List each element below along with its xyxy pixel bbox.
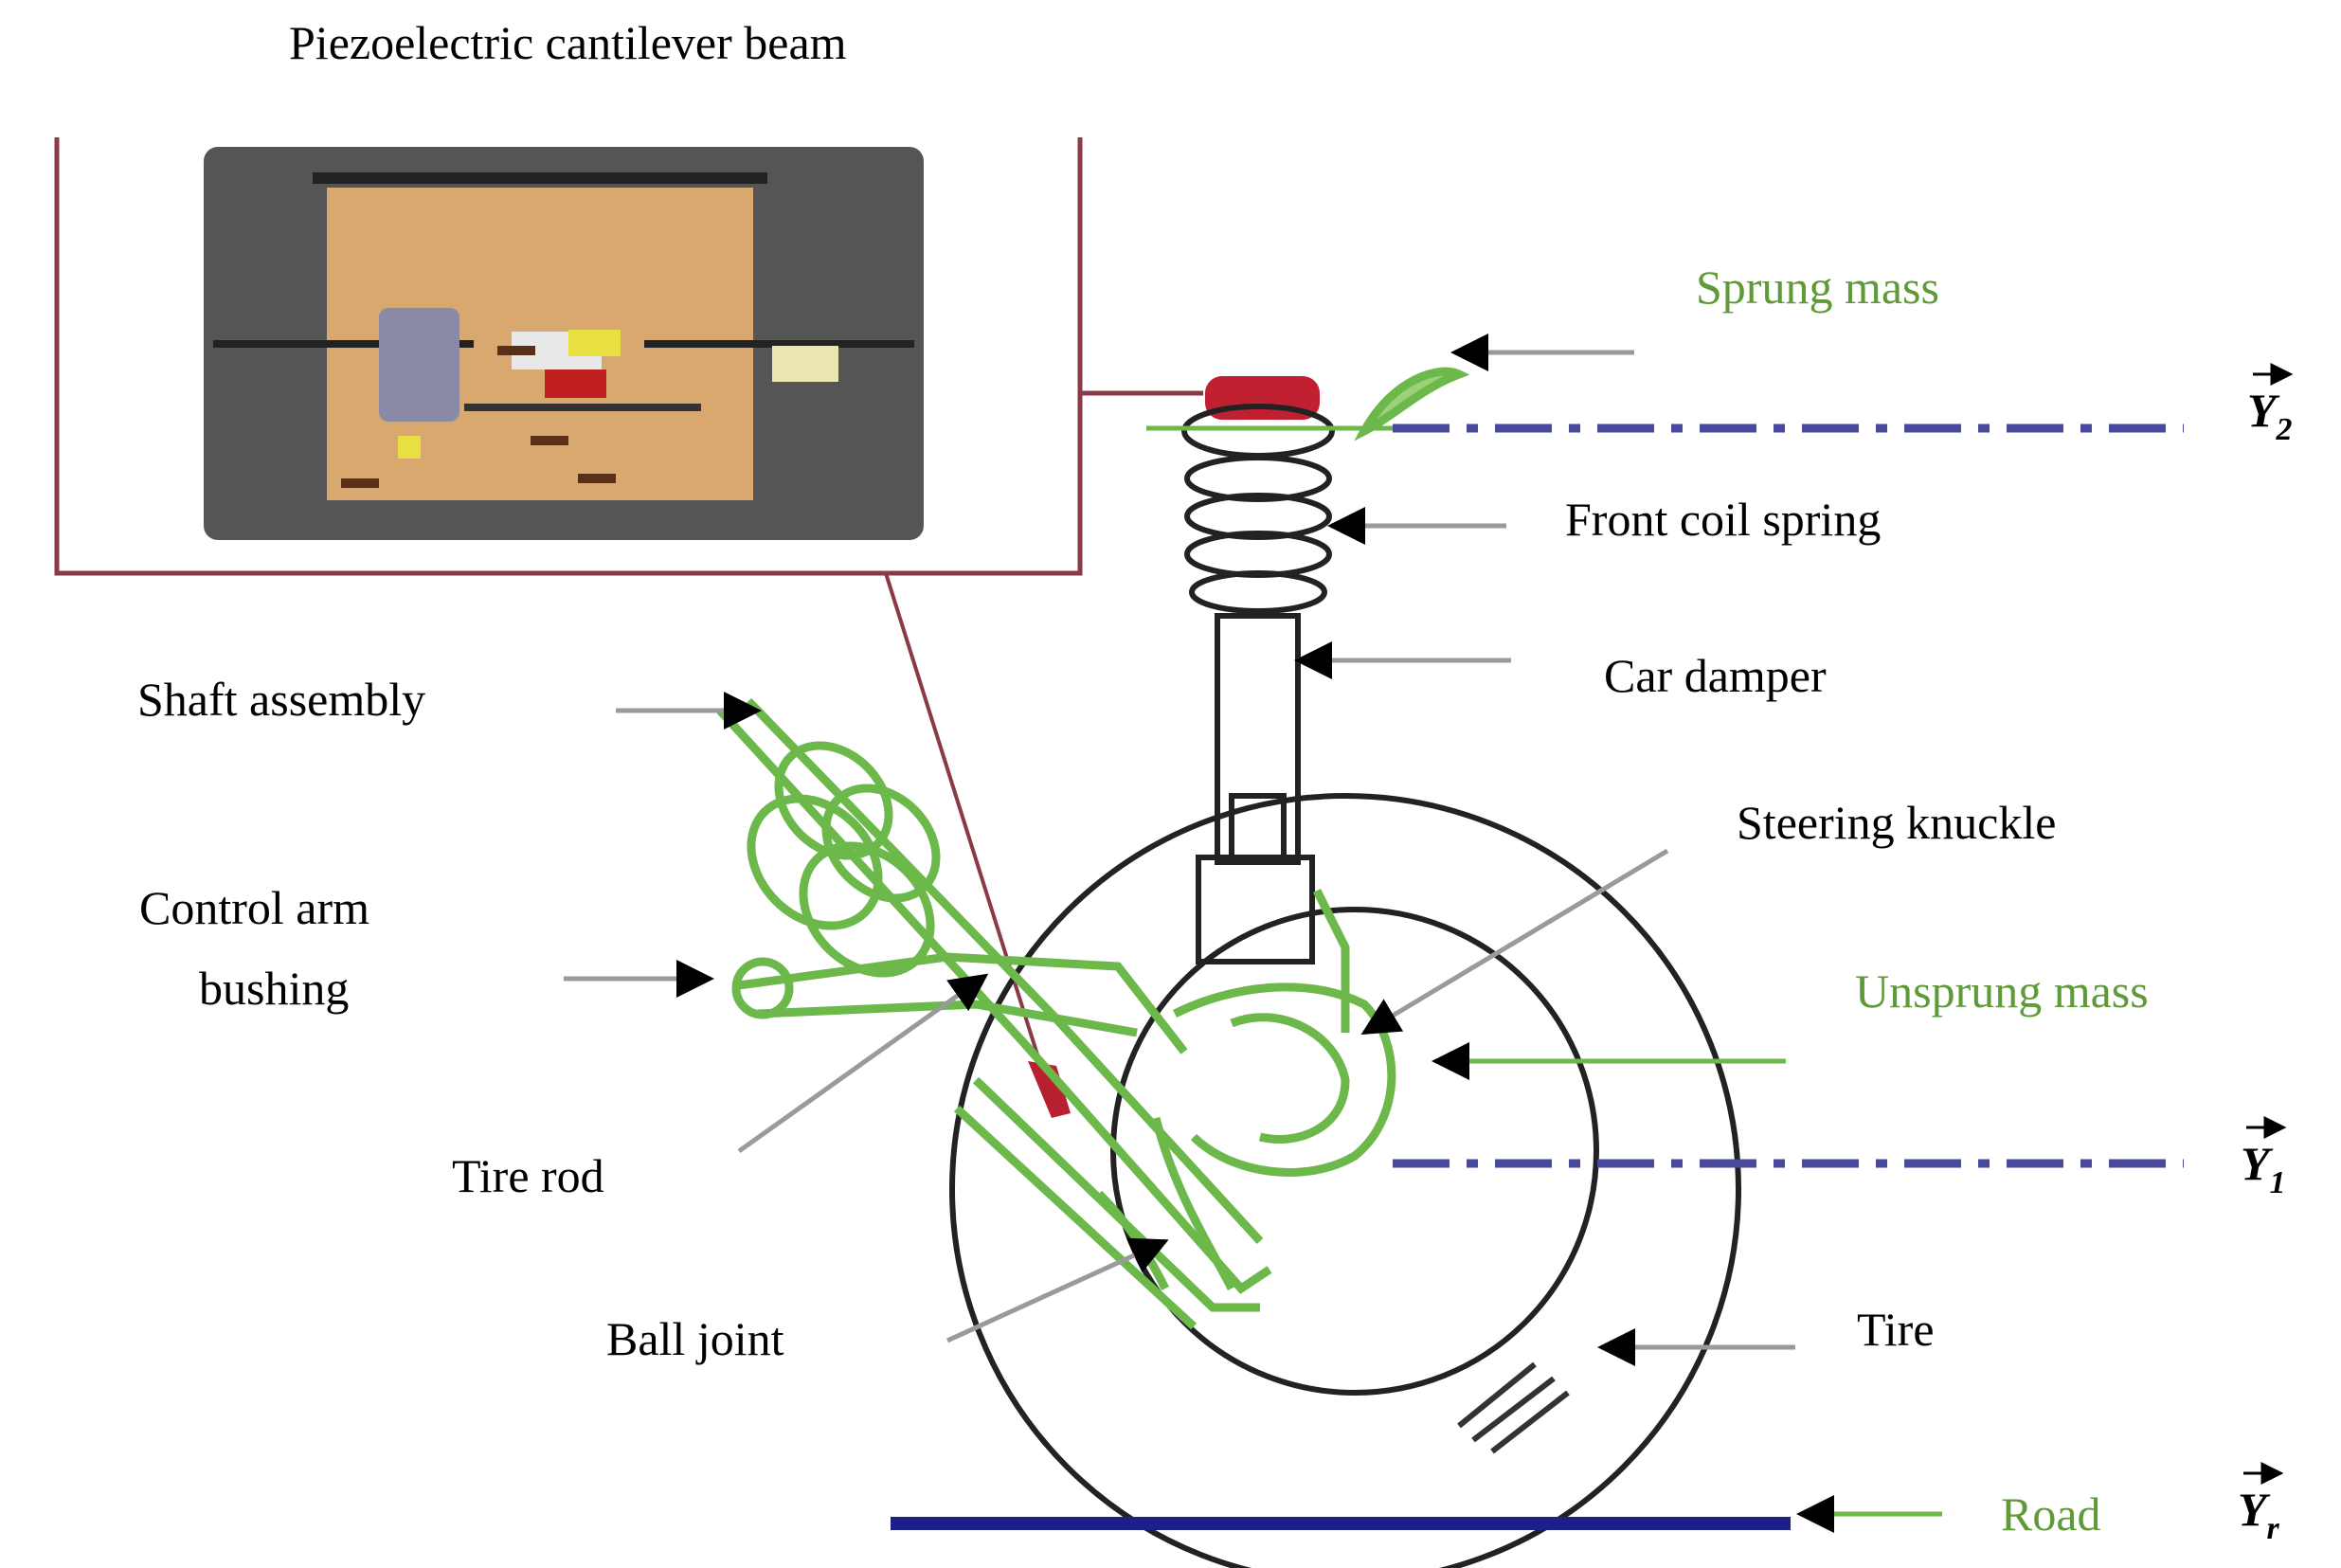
label-tire: Tire [1857,1303,1935,1356]
label-tire-rod: Tire rod [452,1149,604,1202]
symbol-y1: Y1 [2241,1116,2287,1200]
svg-text:Y1: Y1 [2241,1137,2286,1200]
wheel-inner [1110,907,1599,1396]
label-control-arm-line2: bushing [199,962,349,1015]
label-ball-joint: Ball joint [606,1312,784,1365]
label-control-arm-line1: Control arm [139,881,369,934]
tire-outer [949,793,1741,1568]
suspension-green-parts [716,367,1470,1330]
label-sprung-mass: Sprung mass [1696,261,1939,314]
symbol-y2: Y2 [2247,363,2294,447]
label-steering-knuckle: Steering knuckle [1737,796,2056,849]
piezo-inset [54,137,1203,576]
strut-assembly [1181,376,1335,964]
svg-text:Yr: Yr [2238,1483,2280,1546]
leader-arrows [564,333,1942,1533]
label-unsprung-mass: Unsprung mass [1855,964,2149,1018]
label-road: Road [2001,1487,2101,1541]
symbol-yr: Yr [2238,1462,2284,1546]
svg-text:Y2: Y2 [2247,384,2293,447]
label-front-coil-spring: Front coil spring [1565,493,1881,546]
label-car-damper: Car damper [1604,649,1827,702]
inset-title: Piezoelectric cantilever beam [289,16,847,69]
label-shaft-assembly: Shaft assembly [137,673,425,726]
